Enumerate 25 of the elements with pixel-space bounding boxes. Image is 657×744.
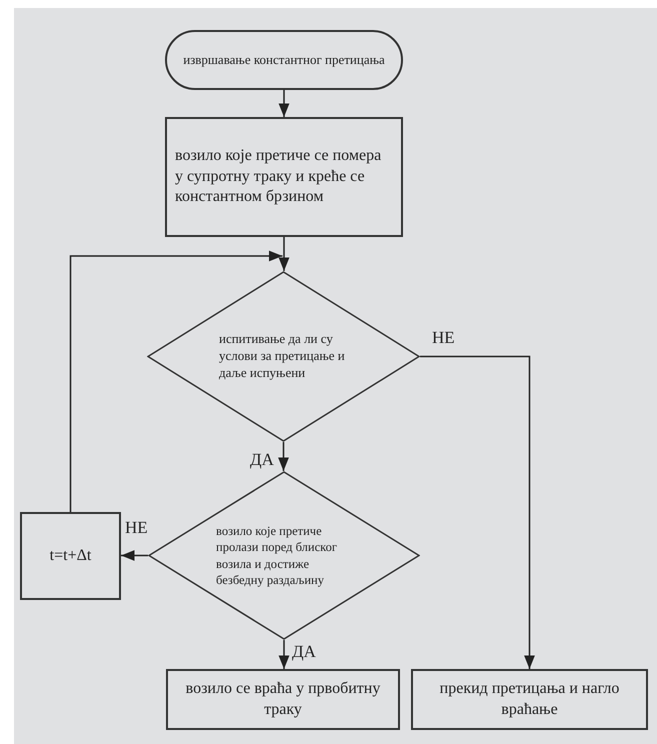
arrow bbox=[420, 356, 535, 669]
node-text: извршавање константног претицања bbox=[182, 52, 386, 68]
edge-label: ДА bbox=[292, 642, 316, 662]
arrow bbox=[70, 250, 282, 512]
arrow bbox=[278, 640, 290, 669]
process-box bbox=[20, 512, 121, 600]
process-box bbox=[166, 669, 400, 730]
edge-label: НЕ bbox=[125, 518, 148, 538]
edge-label: НЕ bbox=[432, 328, 455, 348]
arrow bbox=[278, 442, 289, 471]
node-text: возило које претиче пролази поред блиског возила и достиже безбедну раздаљину bbox=[215, 523, 338, 588]
node-text: возило које претиче се помера у супротну траку и креће се константном брзином bbox=[174, 146, 382, 208]
arrow bbox=[121, 550, 148, 561]
node-text: испитивање да ли су услови за претицање и даље испуњени bbox=[218, 331, 346, 382]
process-box bbox=[411, 669, 648, 730]
node-text: прекид претицања и нагло враћање bbox=[438, 678, 620, 720]
edge-label: ДА bbox=[250, 450, 274, 470]
node-text: t=t+Δt bbox=[48, 546, 92, 566]
terminator-box bbox=[165, 30, 403, 90]
arrow bbox=[278, 237, 290, 271]
process-box bbox=[165, 117, 403, 237]
decision-diamond bbox=[147, 271, 420, 442]
node-text: возило се враћа у првобитну траку bbox=[184, 678, 382, 720]
decision-diamond bbox=[148, 471, 420, 640]
arrow bbox=[278, 90, 290, 117]
